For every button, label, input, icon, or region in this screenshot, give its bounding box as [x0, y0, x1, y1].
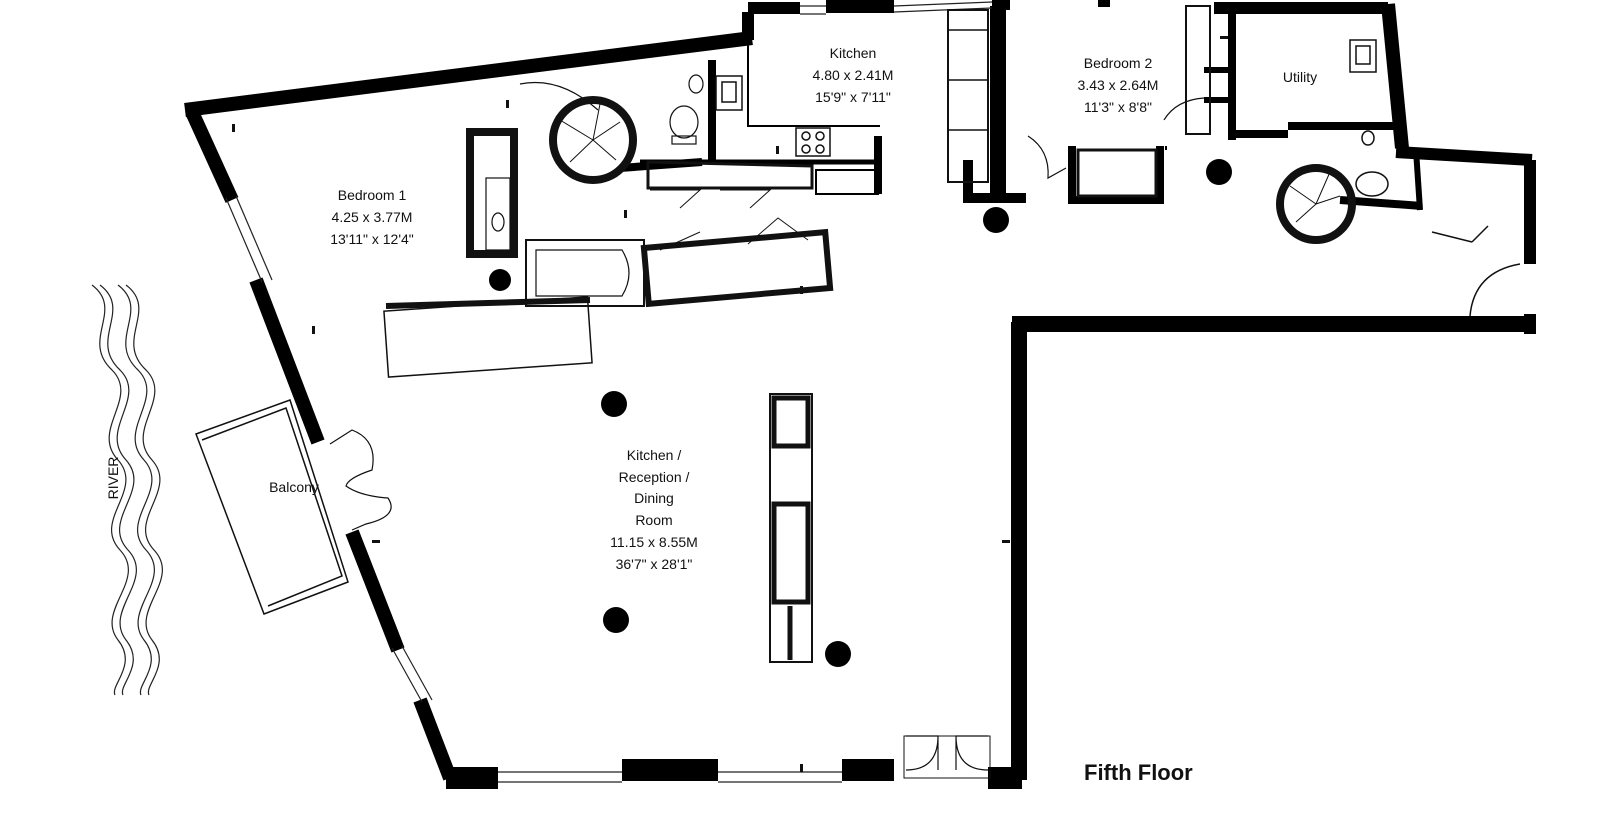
balcony-name: Balcony	[269, 479, 319, 495]
wall-markers	[232, 36, 1228, 772]
river-label: RIVER	[105, 457, 121, 500]
reception-name-line-1: Kitchen /	[627, 447, 682, 463]
balcony-outline	[195, 399, 349, 615]
room-label-reception: Kitchen / Reception / Dining Room 11.15 …	[610, 447, 698, 572]
room-label-bedroom1: Bedroom 1 4.25 x 3.77M 13'11" x 12'4"	[330, 187, 414, 247]
columns	[489, 159, 1232, 667]
reception-metric: 11.15 x 8.55M	[610, 534, 698, 550]
room-label-kitchen: Kitchen 4.80 x 2.41M 15'9" x 7'11"	[813, 45, 894, 105]
bedroom2-metric: 3.43 x 2.64M	[1078, 77, 1159, 93]
kitchen-island	[769, 393, 813, 663]
kitchen-fittings	[715, 9, 989, 183]
floor-title: Fifth Floor	[1084, 760, 1193, 785]
door-swings	[329, 97, 1205, 779]
room-label-bedroom2: Bedroom 2 3.43 x 2.64M 11'3" x 8'8"	[1078, 55, 1159, 115]
bedroom2-imperial: 11'3" x 8'8"	[1084, 99, 1152, 115]
river-waves	[91, 284, 163, 696]
kitchen-metric: 4.80 x 2.41M	[813, 67, 894, 83]
exterior-walls	[184, 0, 1536, 789]
kitchen-name: Kitchen	[830, 45, 877, 61]
bedroom2-name: Bedroom 2	[1084, 55, 1153, 71]
bedroom1-metric: 4.25 x 3.77M	[332, 209, 413, 225]
interior-walls	[619, 10, 1423, 211]
reception-name-line-2: Reception /	[619, 469, 690, 485]
reception-imperial: 36'7" x 28'1"	[616, 556, 693, 572]
bedroom2-utility-fittings	[1076, 5, 1521, 317]
room-label-utility: Utility	[1283, 69, 1317, 85]
bedroom1-imperial: 13'11" x 12'4"	[330, 231, 414, 247]
kitchen-imperial: 15'9" x 7'11"	[815, 89, 891, 105]
bedroom1-name: Bedroom 1	[338, 187, 407, 203]
bathroom-fittings	[519, 74, 704, 145]
reception-name-line-3: Dining	[634, 490, 674, 506]
room-label-balcony: Balcony	[269, 479, 319, 495]
reception-name-line-4: Room	[635, 512, 672, 528]
windows	[225, 1, 993, 783]
bedroom1-fittings	[383, 96, 834, 378]
utility-name: Utility	[1283, 69, 1317, 85]
